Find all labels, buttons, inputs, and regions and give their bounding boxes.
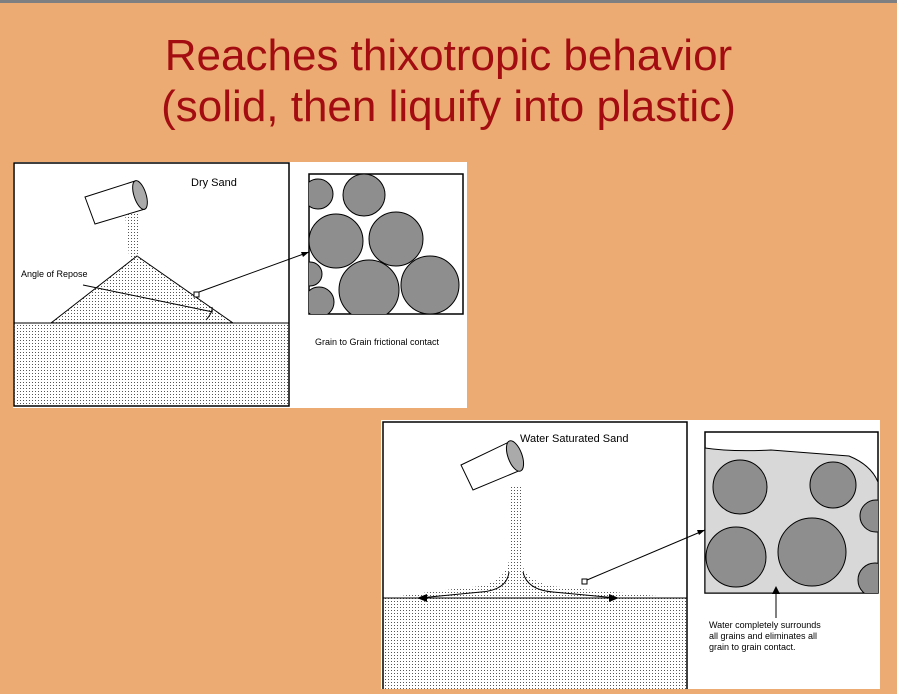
- angle-arc: [205, 306, 213, 321]
- dry-falling-stream: [125, 214, 140, 266]
- wet-caption-line-2: all grains and eliminates all: [709, 631, 817, 641]
- dry-grains: [309, 174, 460, 314]
- wet-sand-diagram: Water Saturated Sand Water completely su…: [382, 421, 879, 693]
- wet-sand-figure: Water Saturated Sand Water completely su…: [381, 420, 880, 693]
- dry-zoom-pointer: [198, 251, 310, 293]
- slide-title: Reaches thixotropic behavior (solid, the…: [0, 30, 897, 132]
- wet-zoom-pointer: [586, 529, 706, 581]
- dry-ground: [14, 323, 289, 406]
- flow-arrow-left: [418, 571, 510, 599]
- wet-bucket: [460, 440, 525, 491]
- wet-sand-label: Water Saturated Sand: [520, 433, 628, 445]
- top-border-line: [0, 0, 897, 3]
- flow-arrow-right: [522, 571, 618, 599]
- dry-sand-figure: Dry Sand Angle of Repose Grain to Grain …: [13, 162, 467, 408]
- dry-bucket: [84, 180, 148, 225]
- angle-of-repose-label: Angle of Repose: [21, 269, 88, 279]
- angle-pointer-line: [82, 284, 214, 313]
- title-line-1: Reaches thixotropic behavior: [164, 31, 733, 80]
- title-line-2: (solid, then liquify into plastic): [161, 82, 736, 131]
- wet-grains: [705, 459, 878, 593]
- dry-caption: Grain to Grain frictional contact: [315, 337, 440, 347]
- wet-sample-marker: [581, 578, 588, 585]
- dry-sand-label: Dry Sand: [191, 177, 237, 189]
- wet-caption-line-1: Water completely surrounds: [709, 620, 821, 630]
- dry-sample-marker: [193, 291, 200, 298]
- wet-ground: [383, 598, 687, 689]
- dry-sand-diagram: Dry Sand Angle of Repose Grain to Grain …: [13, 162, 464, 407]
- wet-caption-line-3: grain to grain contact.: [709, 642, 796, 652]
